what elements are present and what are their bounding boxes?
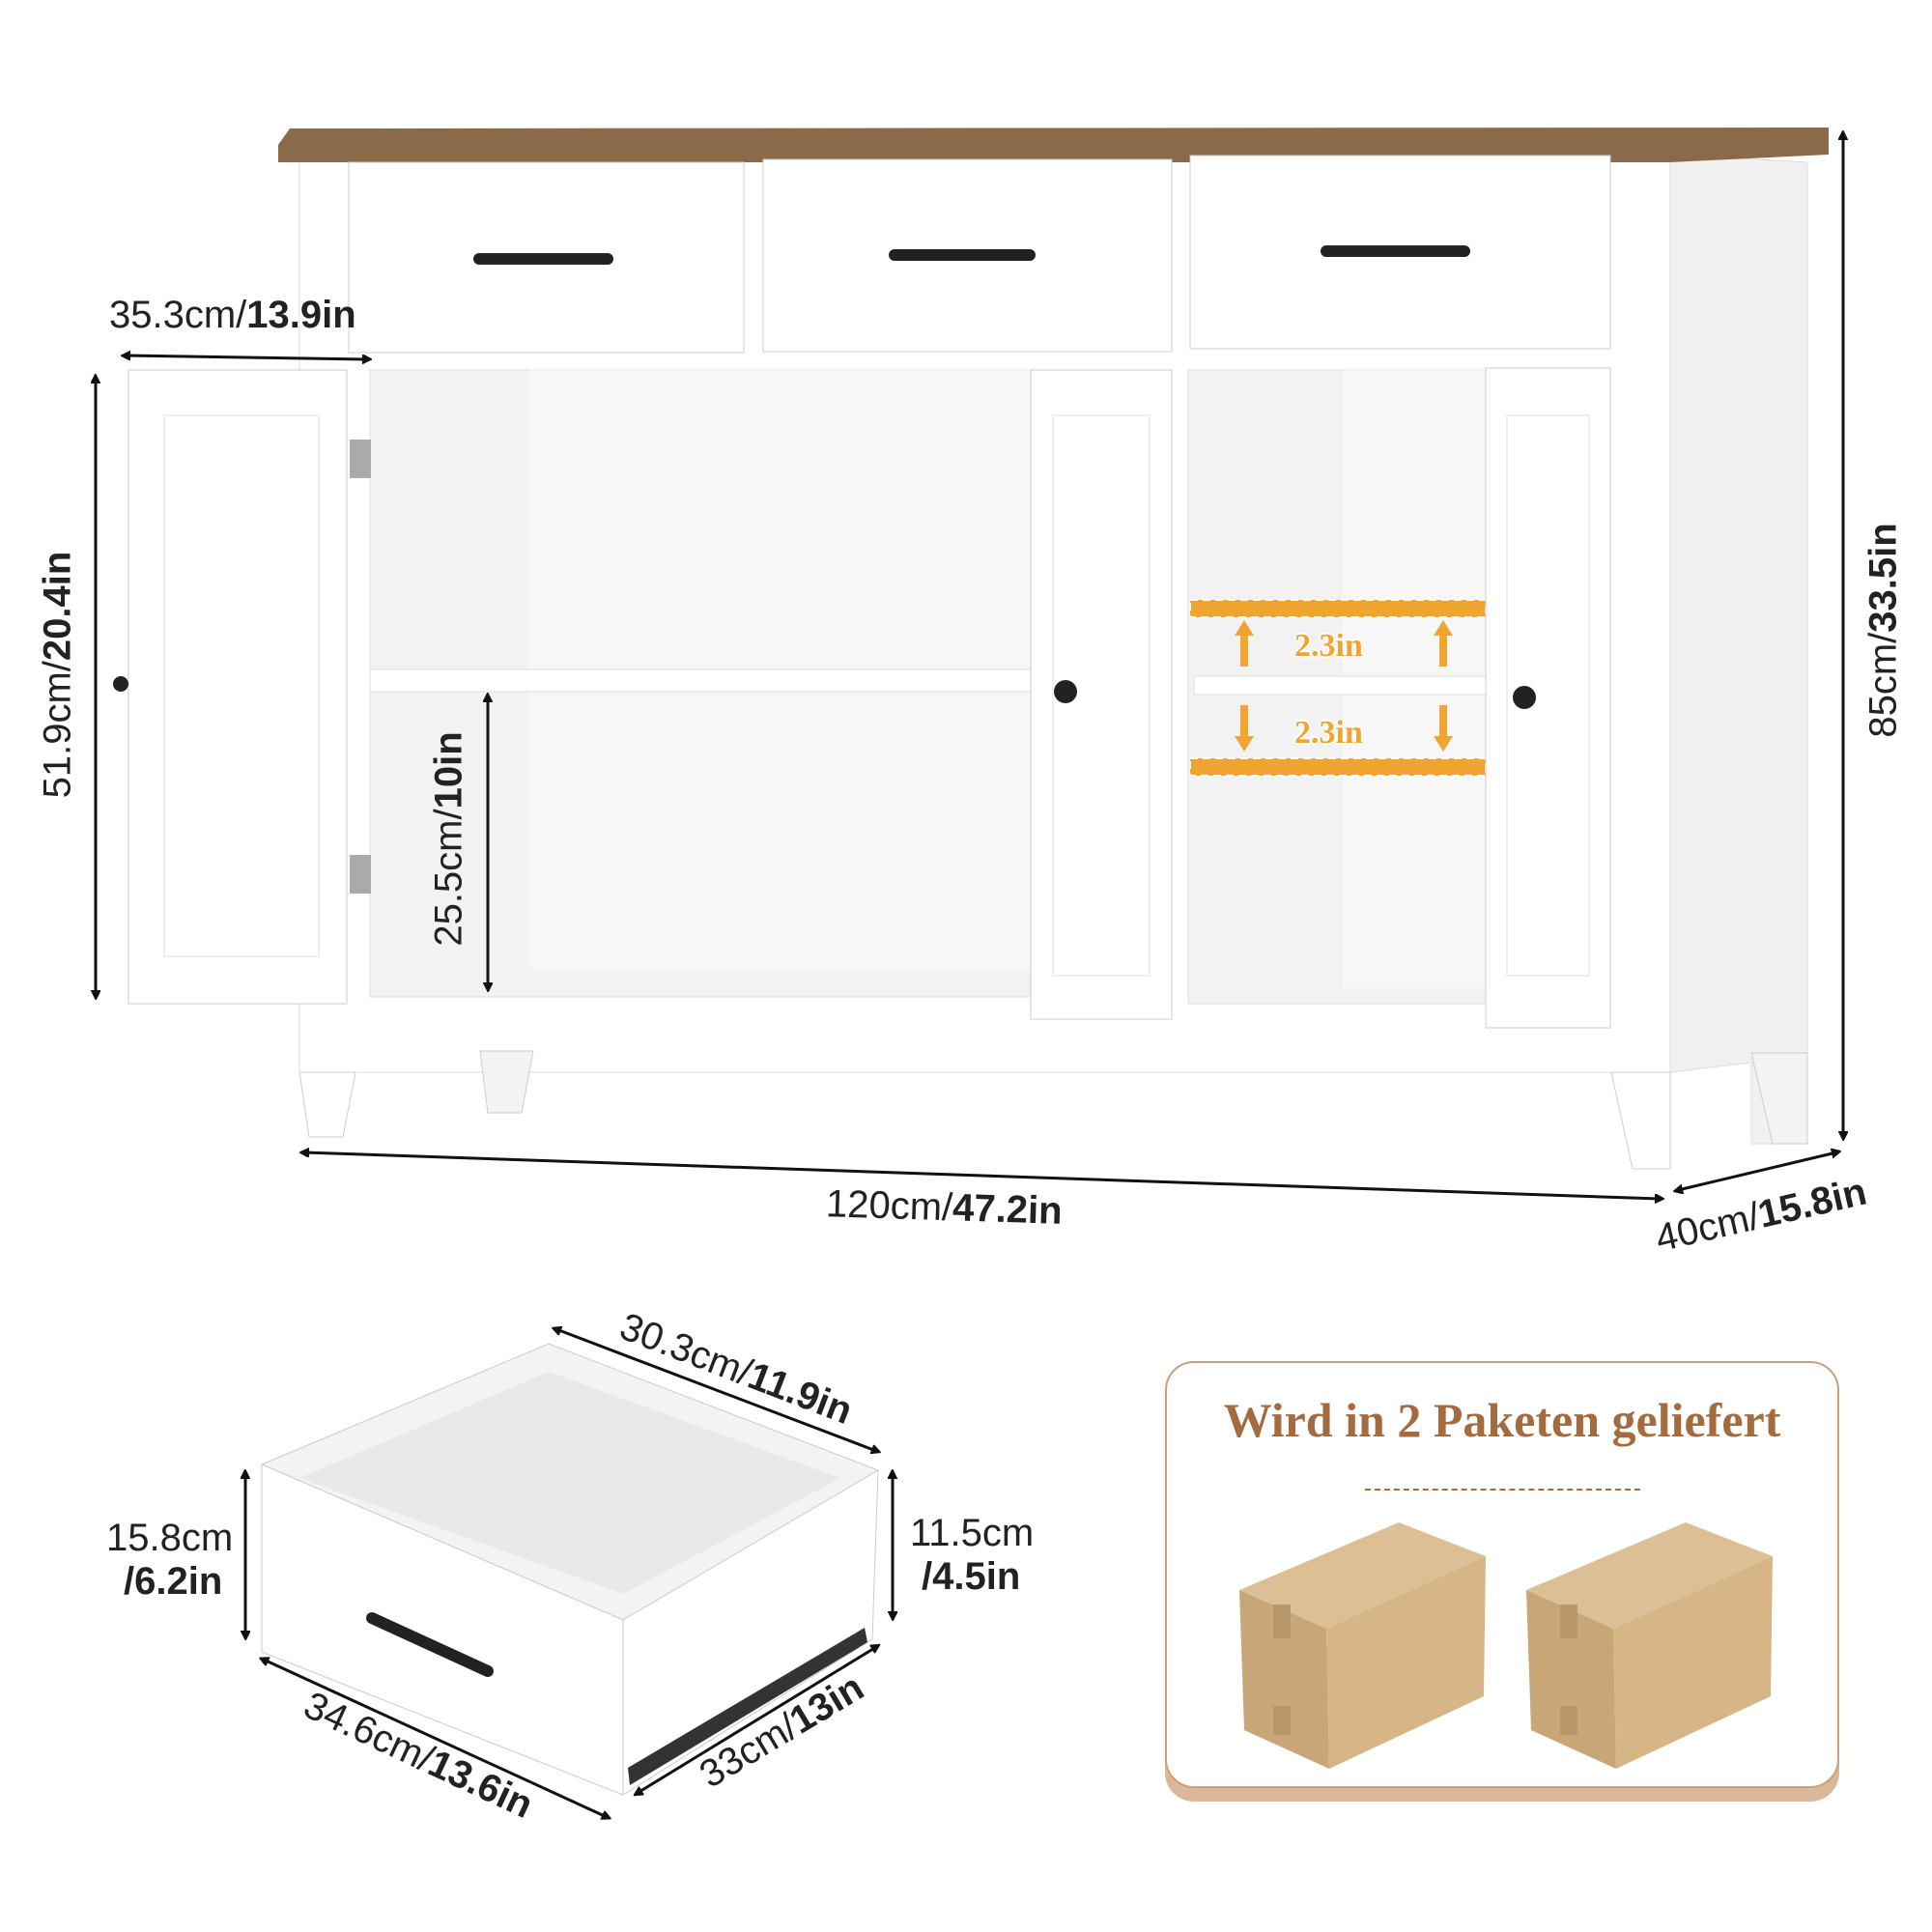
- shelf: [369, 668, 1032, 693]
- leg: [479, 1050, 534, 1114]
- drawer-handle: [366, 1612, 494, 1677]
- drawer-front-height-label: 15.8cm/6.2in: [106, 1517, 234, 1603]
- wood-top: [278, 128, 1829, 162]
- sideboard: [113, 128, 1829, 1170]
- dimension-arrows: [96, 135, 1843, 1817]
- drawer-opening-width-label: 35.3cm/13.9in: [109, 294, 356, 336]
- door-panel: [163, 414, 320, 957]
- shelf-position-upper: [1189, 599, 1487, 618]
- drawer-handle: [1321, 245, 1470, 257]
- drawer-slide: [628, 1628, 867, 1785]
- drawer-handle: [473, 253, 613, 265]
- leg: [1610, 1071, 1671, 1170]
- total-width-label: 120cm/47.2in: [825, 1182, 1064, 1233]
- shelf-height-label: 25.5cm/10in: [427, 731, 470, 947]
- total-height-label: 85cm/33.5in: [1861, 523, 1905, 738]
- package-boxes: [1239, 1522, 1773, 1769]
- leg: [1750, 1052, 1808, 1145]
- package-info-panel: Wird in 2 Paketen geliefert: [1165, 1361, 1839, 1788]
- leg: [298, 1071, 356, 1138]
- shelf: [1193, 675, 1487, 696]
- left-door: [128, 369, 348, 1005]
- divider: [1365, 1489, 1640, 1491]
- door-height-label: 51.9cm/20.4in: [36, 551, 79, 799]
- package-box-2: [1526, 1522, 1773, 1769]
- drawer-front: [261, 1463, 624, 1796]
- door-knob: [113, 676, 128, 692]
- hinge: [350, 440, 371, 478]
- center-door: [1030, 369, 1173, 1020]
- drawer-detail: [260, 1343, 880, 1796]
- right-door: [1485, 367, 1611, 1029]
- door-knob: [1513, 686, 1536, 709]
- side-panel: [1669, 154, 1808, 1145]
- shelf-adjust-down-label: 2.3in: [1294, 715, 1363, 751]
- drawer-handle: [889, 249, 1036, 261]
- drawer-side-height-label: 11.5cm/4.5in: [910, 1512, 1035, 1598]
- shelf-adjust-up-label: 2.3in: [1294, 628, 1363, 664]
- package-title: Wird in 2 Paketen geliefert: [1223, 1393, 1781, 1447]
- hinge: [350, 855, 371, 894]
- shelf-position-lower: [1189, 757, 1487, 777]
- package-box-1: [1239, 1522, 1486, 1769]
- door-knob: [1054, 680, 1077, 703]
